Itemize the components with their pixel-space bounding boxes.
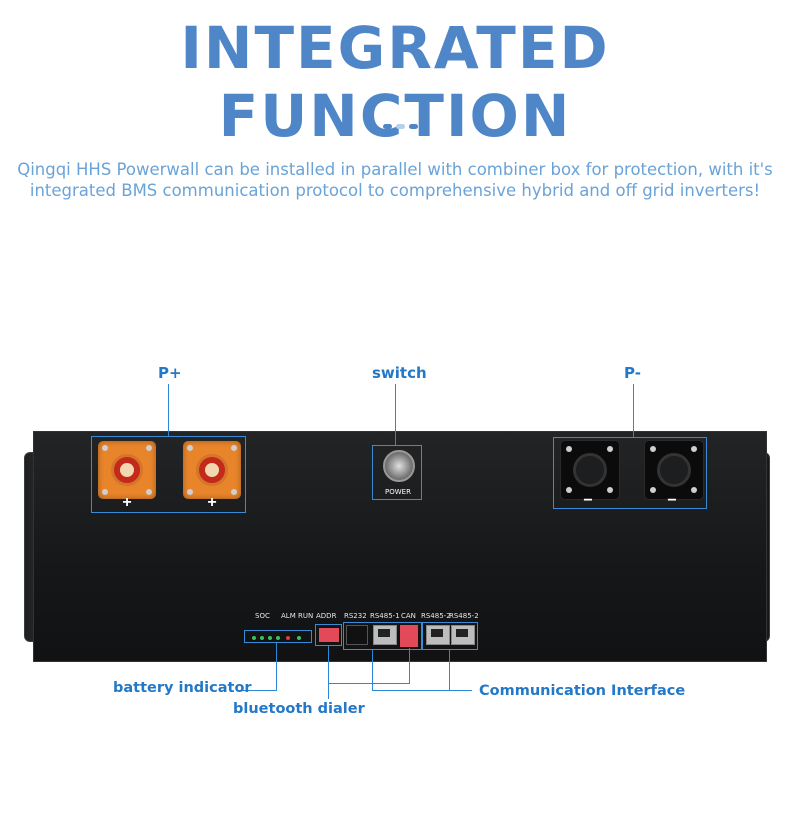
description-line-2: integrated BMS communication protocol to… [29,181,761,200]
rs485-1-label: RS485-1 [370,612,400,620]
positive-terminal-1 [98,441,156,499]
addr-label: ADDR [316,612,337,620]
power-label: POWER [385,488,411,496]
led-alm [286,636,290,640]
power-switch-button[interactable] [383,450,415,482]
p-plus-label: P+ [158,364,182,382]
description: Qingqi HHS Powerwall can be installed in… [10,159,780,201]
battery-indicator-label: battery indicator [113,680,252,696]
switch-highlight-box [372,445,422,500]
led-soc-4 [276,636,280,640]
led-run [297,636,301,640]
minus-sign-2: − [667,492,677,509]
comm-box-2 [422,622,478,650]
can-label: CAN [401,612,416,620]
rs232-port[interactable] [346,625,368,645]
p-plus-highlight-box [91,436,246,513]
decorative-dots [383,124,423,132]
negative-terminal-1 [560,440,620,500]
led-soc-3 [268,636,272,640]
p-minus-label: P- [624,364,641,382]
plus-sign-1: + [122,494,132,511]
switch-label: switch [372,364,427,382]
rs485-2a-port[interactable] [426,625,450,645]
p-minus-highlight-box [553,437,707,509]
battery-indicator-leader-h [239,690,277,691]
comm-box-1 [343,622,422,650]
rs485-1-port[interactable] [373,625,397,645]
dialer-leader-v3 [328,683,329,699]
p-plus-leader [168,384,169,436]
dialer-leader-h [328,683,410,684]
led-soc-2 [260,636,264,640]
rs485-2b-label: RS485-2 [449,612,479,620]
description-line-1: Qingqi HHS Powerwall can be installed in… [17,160,773,179]
rs485-2a-label: RS485-2 [421,612,451,620]
page-title: INTEGRATED FUNCTION [180,14,610,150]
can-dip-switch[interactable] [400,625,418,647]
led-soc-1 [252,636,256,640]
positive-terminal-2 [183,441,241,499]
communication-interface-label: Communication Interface [479,683,686,699]
rs485-2b-port[interactable] [451,625,475,645]
bluetooth-dialer-label: bluetooth dialer [233,701,365,717]
dialer-leader-v1 [328,646,329,683]
addr-dip-switch[interactable] [319,628,339,642]
comm-leader-h [372,690,472,691]
p-minus-leader [633,384,634,437]
comm-leader-v1 [372,650,373,691]
battery-indicator-box [244,630,312,643]
rs232-label: RS232 [344,612,367,620]
soc-label: SOC [255,612,270,620]
negative-terminal-2 [644,440,704,500]
plus-sign-2: + [207,494,217,511]
dialer-leader-v2 [409,648,410,684]
alm-run-label: ALM RUN [281,612,314,620]
minus-sign-1: − [583,492,593,509]
bluetooth-dialer-box [315,624,342,646]
switch-leader [395,384,396,445]
battery-indicator-leader-v [276,643,277,690]
comm-leader-v2 [449,650,450,691]
